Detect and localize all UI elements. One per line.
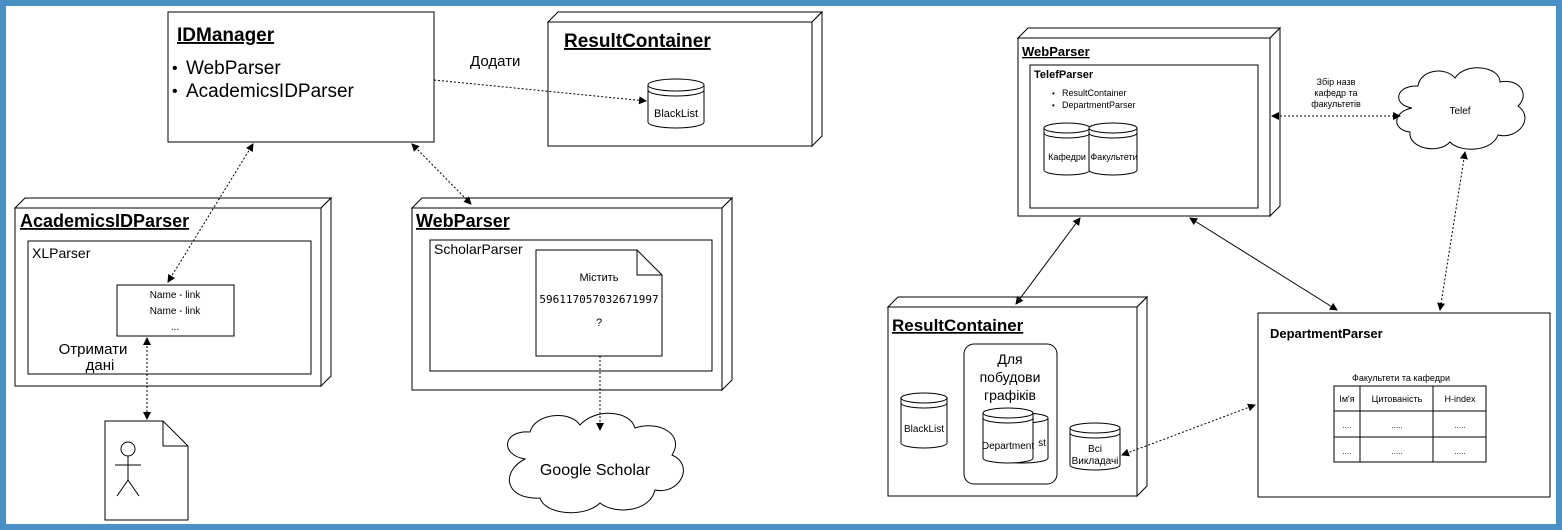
telef-connector-label: кафедр та [1314,88,1357,98]
user-document-icon [104,420,189,521]
idmanager-xlparser-connector [167,143,254,283]
telef-bullet: DepartmentParser [1062,100,1136,110]
table-title: Факультети та кафедри [1352,373,1450,383]
get-data-label: Отримати [59,341,128,358]
bullet-dot: • [172,60,178,77]
add-connector [433,79,647,105]
add-label: Додати [470,53,520,70]
telef-cloud [1396,67,1526,150]
name-link-row: Name - link [150,306,202,317]
academics-parser-box: AcademicsIDParser XLParser Name - link N… [13,196,333,388]
department-parser-title: DepartmentParser [1270,326,1383,341]
table-cell: ..... [1391,447,1402,456]
table-cell: .... [1343,421,1352,430]
xlparser-label: XLParser [32,245,91,261]
table-cell: ..... [1391,421,1402,430]
department-parser-box: DepartmentParser Факультети та кафедри І… [1257,312,1551,498]
academics-parser-title: AcademicsIDParser [20,211,189,231]
idmanager-title: IDManager [177,25,275,46]
charts-group-label: побудови [980,369,1041,385]
faculties-db-label: Факультети [1090,152,1137,162]
telefparser-label: TelefParser [1034,69,1094,81]
google-scholar-cloud [507,412,684,514]
scholarparser-label: ScholarParser [434,241,523,257]
note-contains: Містить [579,272,618,284]
note-document-icon [535,249,663,357]
telef-connector-label: Збір назв [1317,77,1356,87]
all-teachers-label: Всі [1088,444,1102,455]
left-result-container: ResultContainer BlackList [546,10,824,148]
webparser-departmentparser-connector [1189,217,1338,311]
telef-bullet: ResultContainer [1062,88,1127,98]
department-db-label: Department [982,441,1034,452]
department-db-icon [982,407,1034,464]
right-result-container-title: ResultContainer [892,316,1024,335]
all-teachers-label: Викладачі [1072,456,1119,467]
table-cell: ..... [1454,421,1465,430]
left-webparser-title: WebParser [416,211,510,231]
blacklist-label: BlackList [654,108,698,120]
charts-group-label: графіків [984,387,1036,403]
charts-group-label: Для [997,351,1022,367]
blacklist-db-icon [647,78,705,129]
get-data-label: дані [86,357,115,374]
departments-db-label: Кафедри [1048,152,1086,162]
idmanager-item-academics: AcademicsIDParser [186,81,355,102]
right-webparser-box: WebParser TelefParser • ResultContainer … [1016,26,1282,218]
bullet-dot: • [1052,89,1055,98]
left-result-container-title: ResultContainer [564,31,711,52]
note-question: ? [596,317,602,329]
idmanager-item-webparser: WebParser [186,58,281,79]
table-header: Цитованість [1372,394,1423,404]
table-cell: .... [1343,447,1352,456]
name-link-row: Name - link [150,290,202,301]
bullet-dot: • [172,83,178,100]
right-result-container: ResultContainer BlackList Для побудови г… [886,295,1149,498]
faculties-db-icon [1088,122,1138,176]
name-link-row: ... [171,322,179,333]
departments-db-icon [1043,122,1091,176]
table-header: H-index [1444,394,1476,404]
left-webparser-box: WebParser ScholarParser Містить 59611705… [410,196,734,392]
telef-label: Telef [1449,106,1470,117]
right-blacklist-db-icon [900,392,948,449]
name-link-table [116,284,235,337]
departments-table [1333,385,1487,463]
idmanager-box: IDManager • WebParser • AcademicsIDParse… [167,11,435,143]
note-id: 596117057032671997 [539,293,658,306]
right-blacklist-label: BlackList [904,424,944,435]
all-teachers-db-icon [1069,422,1121,471]
webparser-resultcontainer-connector [1015,217,1081,305]
telef-connector-label: факультетів [1311,99,1361,109]
table-cell: ..... [1454,447,1465,456]
telef-departmentparser-connector [1437,151,1468,311]
right-webparser-title: WebParser [1022,44,1090,59]
department-back-db-label: st [1038,438,1046,449]
bullet-dot: • [1052,101,1055,110]
idmanager-webparser-connector [411,143,472,205]
table-header: Ім'я [1339,394,1354,404]
google-scholar-label: Google Scholar [540,462,651,479]
